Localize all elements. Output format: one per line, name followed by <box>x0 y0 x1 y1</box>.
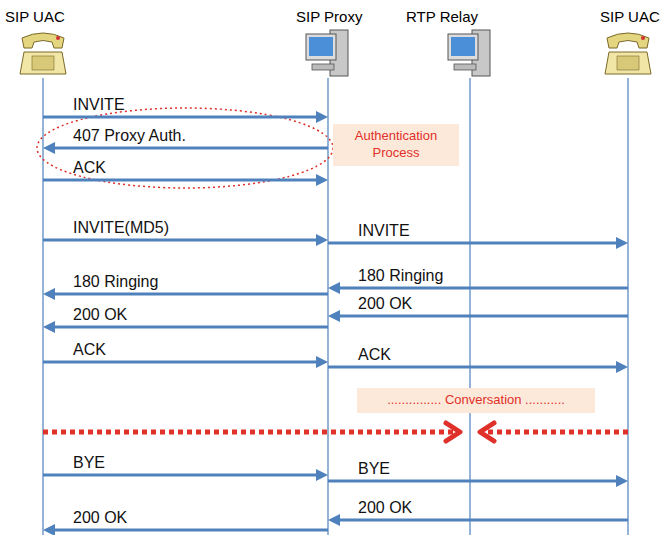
media-stream <box>43 423 460 441</box>
participant-label: SIP UAC <box>5 8 65 25</box>
message-label: 200 OK <box>73 509 127 527</box>
message-label: INVITE(MD5) <box>73 219 169 237</box>
message-label: ACK <box>73 341 106 359</box>
node-text: SIP UAC <box>600 8 660 25</box>
lifelines <box>43 78 628 535</box>
participant-label: SIP UAC <box>600 8 660 25</box>
message-label: ACK <box>358 346 391 364</box>
node-text: SIP UAC <box>5 8 65 25</box>
message-label: 200 OK <box>358 499 412 517</box>
node-text: Authentication Process <box>339 128 453 162</box>
media-stream <box>480 423 628 441</box>
computer-icon <box>448 30 490 76</box>
participant-label: RTP Relay <box>406 8 478 25</box>
message-label: 180 Ringing <box>73 273 158 291</box>
phone-icon <box>20 33 66 74</box>
note-box: ............... Conversation ........... <box>357 388 595 413</box>
phone-icon <box>605 33 651 74</box>
message-label: 407 Proxy Auth. <box>73 127 186 145</box>
participant-label: SIP Proxy <box>296 8 362 25</box>
node-text: RTP Relay <box>406 8 478 25</box>
message-label: BYE <box>73 454 105 472</box>
message-label: 200 OK <box>73 306 127 324</box>
auth-ellipse <box>37 108 333 188</box>
message-label: 200 OK <box>358 295 412 313</box>
message-label: INVITE <box>358 222 410 240</box>
message-label: INVITE <box>73 96 125 114</box>
message-label: 180 Ringing <box>358 267 443 285</box>
node-text: ............... Conversation ........... <box>363 392 589 409</box>
note-box: Authentication Process <box>333 124 459 166</box>
message-label: ACK <box>73 159 106 177</box>
message-label: BYE <box>358 460 390 478</box>
computer-icon <box>306 30 348 76</box>
node-text: SIP Proxy <box>296 8 362 25</box>
